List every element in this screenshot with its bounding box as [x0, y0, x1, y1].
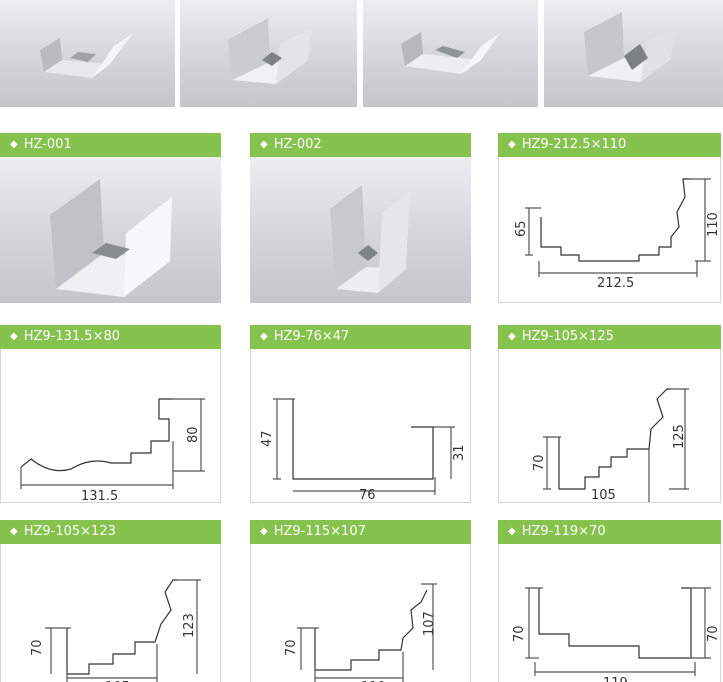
- dimension-label: 107: [422, 611, 437, 636]
- diamond-icon: ◆: [10, 139, 18, 150]
- dimension-label: 110: [706, 212, 720, 237]
- dimension-label: 70: [706, 625, 720, 642]
- diamond-icon: ◆: [508, 331, 516, 342]
- product-photo: [0, 0, 175, 107]
- panel-hz-001: ◆HZ-001: [0, 133, 221, 303]
- panel-hz9-105x125: ◆HZ9-105×125 70 125 105: [498, 325, 721, 503]
- dimension-label: 119: [361, 680, 386, 682]
- dimension-label: 125: [672, 424, 687, 449]
- panel-hz9-212-5x110: ◆HZ9-212.5×110 65 110 212.5: [498, 133, 721, 303]
- panel-header: ◆HZ-002: [250, 133, 471, 157]
- profile-drawing: 70 125 105: [498, 349, 721, 503]
- panel-hz9-76x47: ◆HZ9-76×47 47 31 76: [250, 325, 471, 503]
- dimension-label: 70: [284, 639, 299, 656]
- profile-drawing: 47 31 76: [250, 349, 471, 503]
- panel-header: ◆HZ9-105×125: [498, 325, 721, 349]
- diamond-icon: ◆: [260, 526, 268, 537]
- product-photo: [250, 157, 471, 303]
- dimension-label: 131.5: [81, 489, 118, 502]
- panel-hz9-115x107: ◆HZ9-115×107 70 107 119: [250, 520, 471, 682]
- dimension-label: 31: [452, 444, 467, 461]
- product-photo: [180, 0, 357, 107]
- diamond-icon: ◆: [10, 526, 18, 537]
- dimension-label: 80: [186, 426, 201, 443]
- dimension-label: 119: [603, 676, 628, 682]
- product-photo: [363, 0, 538, 107]
- diamond-icon: ◆: [10, 331, 18, 342]
- profile-drawing: 70 107 119: [250, 544, 471, 682]
- dimension-label: 76: [359, 488, 376, 502]
- dimension-label: 123: [182, 613, 197, 638]
- panel-header: ◆HZ9-131.5×80: [0, 325, 221, 349]
- diamond-icon: ◆: [508, 139, 516, 150]
- profile-drawing: 70 123 105: [0, 544, 221, 682]
- panel-hz-002: ◆HZ-002: [250, 133, 471, 303]
- dimension-label: 47: [260, 430, 275, 447]
- dimension-label: 105: [591, 488, 616, 502]
- panel-hz9-119x70: ◆HZ9-119×70 70 70 119: [498, 520, 721, 682]
- panel-header: ◆HZ9-115×107: [250, 520, 471, 544]
- panel-hz9-131-5x80: ◆HZ9-131.5×80 80 131.5: [0, 325, 221, 503]
- panel-header: ◆HZ9-76×47: [250, 325, 471, 349]
- panel-hz9-105x123: ◆HZ9-105×123 70 123 105: [0, 520, 221, 682]
- product-photo: [544, 0, 723, 107]
- panel-header: ◆HZ-001: [0, 133, 221, 157]
- diamond-icon: ◆: [508, 526, 516, 537]
- panel-header: ◆HZ9-212.5×110: [498, 133, 721, 157]
- diamond-icon: ◆: [260, 331, 268, 342]
- panel-header: ◆HZ9-105×123: [0, 520, 221, 544]
- dimension-label: 70: [512, 625, 527, 642]
- dimension-label: 70: [532, 454, 547, 471]
- diamond-icon: ◆: [260, 139, 268, 150]
- dimension-label: 70: [30, 639, 45, 656]
- dimension-label: 212.5: [597, 276, 634, 291]
- product-photo: [0, 157, 221, 303]
- dimension-label: 65: [514, 220, 529, 237]
- panel-header: ◆HZ9-119×70: [498, 520, 721, 544]
- dimension-label: 105: [105, 680, 130, 682]
- profile-drawing: 65 110 212.5: [498, 157, 721, 303]
- profile-drawing: 70 70 119: [498, 544, 721, 682]
- profile-drawing: 80 131.5: [0, 349, 221, 503]
